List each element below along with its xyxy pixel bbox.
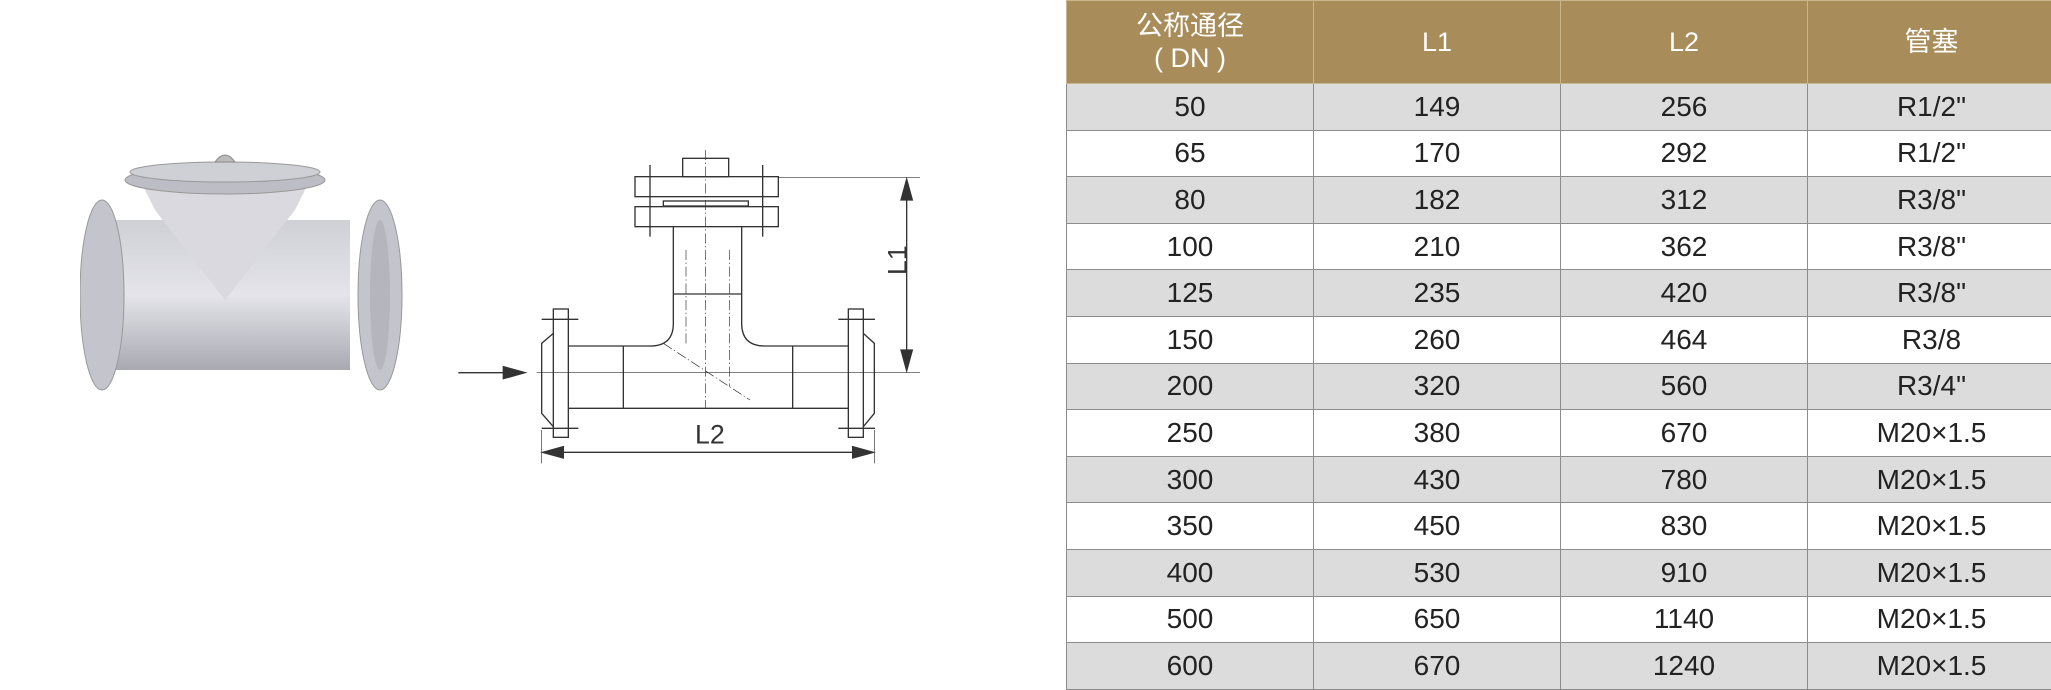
cell-l2: 670 (1561, 410, 1808, 457)
header-dn: 公称通径( DN ) (1067, 1, 1314, 84)
cell-plug: M20×1.5 (1808, 456, 2051, 503)
cell-l2: 1240 (1561, 643, 1808, 690)
cell-l1: 450 (1314, 503, 1561, 550)
cell-plug: R3/8" (1808, 223, 2051, 270)
cell-l1: 182 (1314, 177, 1561, 224)
dimension-drawing: L1 L2 (440, 150, 940, 480)
cell-plug: R1/2" (1808, 84, 2051, 131)
cell-plug: M20×1.5 (1808, 643, 2051, 690)
cell-dn: 125 (1067, 270, 1314, 317)
cell-dn: 250 (1067, 410, 1314, 457)
cell-l2: 312 (1561, 177, 1808, 224)
cell-plug: M20×1.5 (1808, 596, 2051, 643)
cell-l2: 830 (1561, 503, 1808, 550)
cell-l1: 430 (1314, 456, 1561, 503)
tee-strainer-photo (80, 150, 425, 465)
cell-plug: M20×1.5 (1808, 410, 2051, 457)
cell-dn: 200 (1067, 363, 1314, 410)
header-l1: L1 (1314, 1, 1561, 84)
flow-arrow-icon (503, 367, 525, 379)
header-dn-unit: ( DN ) (1154, 43, 1226, 73)
cell-dn: 350 (1067, 503, 1314, 550)
header-plug: 管塞 (1808, 1, 2051, 84)
cell-plug: R3/8 (1808, 316, 2051, 363)
cell-dn: 50 (1067, 84, 1314, 131)
cell-l1: 380 (1314, 410, 1561, 457)
cell-dn: 65 (1067, 130, 1314, 177)
cell-plug: R3/8" (1808, 177, 2051, 224)
cell-dn: 300 (1067, 456, 1314, 503)
cell-l2: 256 (1561, 84, 1808, 131)
cell-l1: 149 (1314, 84, 1561, 131)
cell-l2: 292 (1561, 130, 1808, 177)
l1-label: L1 (883, 245, 913, 275)
table-header-row: 公称通径( DN ) L1 L2 管塞 (1067, 1, 2051, 84)
cell-l2: 362 (1561, 223, 1808, 270)
cell-l1: 320 (1314, 363, 1561, 410)
cell-dn: 80 (1067, 177, 1314, 224)
header-dn-label: 公称通径 (1136, 11, 1244, 41)
cell-dn: 400 (1067, 549, 1314, 596)
cell-l2: 420 (1561, 270, 1808, 317)
cell-l2: 464 (1561, 316, 1808, 363)
cell-plug: R3/4" (1808, 363, 2051, 410)
cell-l1: 530 (1314, 549, 1561, 596)
l2-label: L2 (695, 419, 725, 449)
cell-l2: 780 (1561, 456, 1808, 503)
cell-dn: 600 (1067, 643, 1314, 690)
cell-l1: 650 (1314, 596, 1561, 643)
cell-dn: 500 (1067, 596, 1314, 643)
cell-l1: 170 (1314, 130, 1561, 177)
cell-l1: 210 (1314, 223, 1561, 270)
cell-plug: M20×1.5 (1808, 503, 2051, 550)
cell-dn: 150 (1067, 316, 1314, 363)
cell-dn: 100 (1067, 223, 1314, 270)
header-l2: L2 (1561, 1, 1808, 84)
cell-l1: 670 (1314, 643, 1561, 690)
cell-l1: 260 (1314, 316, 1561, 363)
cell-l2: 910 (1561, 549, 1808, 596)
cell-plug: R1/2" (1808, 130, 2051, 177)
cell-l2: 560 (1561, 363, 1808, 410)
cell-plug: M20×1.5 (1808, 549, 2051, 596)
cell-l2: 1140 (1561, 596, 1808, 643)
cell-l1: 235 (1314, 270, 1561, 317)
cell-plug: R3/8" (1808, 270, 2051, 317)
